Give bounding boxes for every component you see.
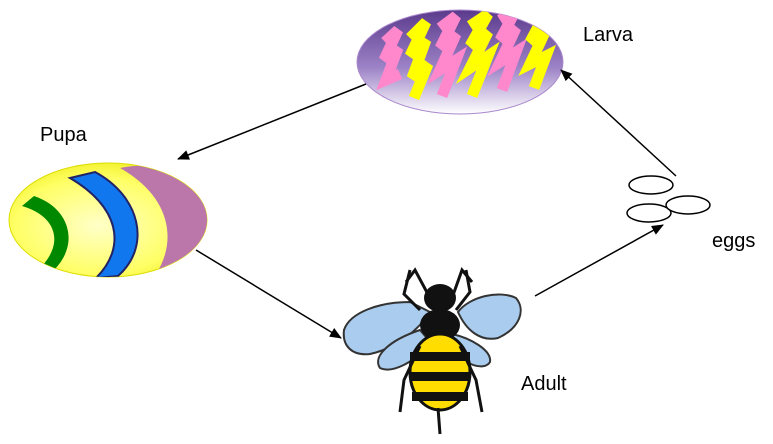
adult-bee	[344, 270, 521, 434]
arrow-eggs-to-larva	[561, 70, 676, 176]
label-pupa: Pupa	[40, 124, 88, 146]
larva	[357, 10, 563, 114]
label-eggs: eggs	[712, 230, 755, 252]
eggs	[627, 176, 710, 222]
label-larva: Larva	[583, 24, 634, 46]
arrow-adult-to-eggs	[535, 225, 663, 296]
pupa	[9, 163, 208, 278]
arrow-larva-to-pupa	[178, 84, 366, 159]
arrow-pupa-to-adult	[196, 250, 341, 338]
label-adult: Adult	[521, 373, 567, 395]
